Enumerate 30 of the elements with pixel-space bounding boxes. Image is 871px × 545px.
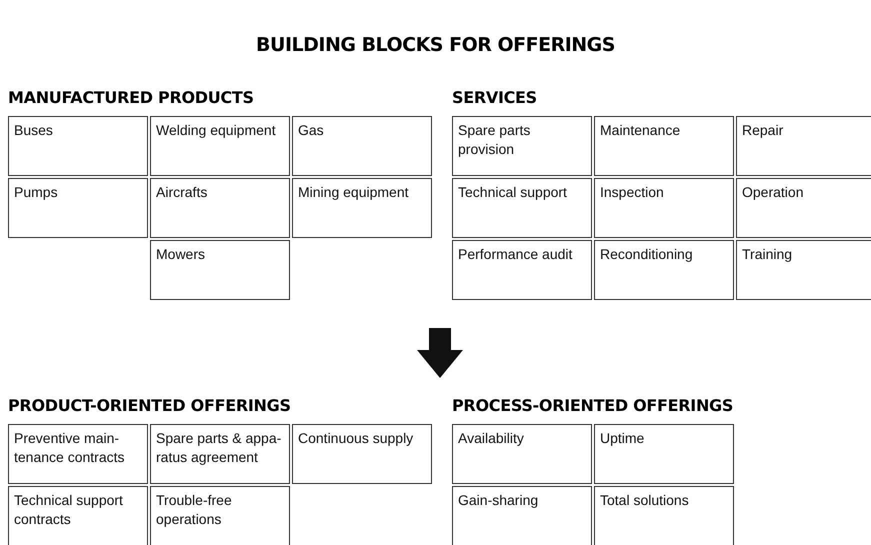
diagram-title: BUILDING BLOCKS FOR OFFERINGS: [255, 34, 616, 56]
category-box: Gas: [292, 116, 432, 176]
category-box: Spare parts & appa-ratus agreement: [150, 424, 290, 484]
category-box: Continuous supply: [292, 424, 432, 484]
category-box: Buses: [8, 116, 148, 176]
category-box: Trouble-free operations: [150, 486, 290, 545]
category-box: Performance audit: [452, 240, 592, 300]
section-heading: MANUFACTURED PRODUCTS: [8, 88, 254, 107]
category-box: Aircrafts: [150, 178, 290, 238]
category-box: Technical support: [452, 178, 592, 238]
category-box: Gain-sharing: [452, 486, 592, 545]
section-heading: PROCESS-ORIENTED OFFERINGS: [452, 396, 734, 415]
category-box: Training: [736, 240, 871, 300]
category-box: Mowers: [150, 240, 290, 300]
category-box: Availability: [452, 424, 592, 484]
category-box: Total solutions: [594, 486, 734, 545]
category-box: Uptime: [594, 424, 734, 484]
section-heading: SERVICES: [452, 88, 537, 107]
category-box: Spare parts provision: [452, 116, 592, 176]
category-box: Repair: [736, 116, 871, 176]
category-box: Mining equipment: [292, 178, 432, 238]
category-box: Pumps: [8, 178, 148, 238]
category-box: Inspection: [594, 178, 734, 238]
section-heading: PRODUCT-ORIENTED OFFERINGS: [8, 396, 291, 415]
category-box: Reconditioning: [594, 240, 734, 300]
category-box: Maintenance: [594, 116, 734, 176]
category-box: Technical support contracts: [8, 486, 148, 545]
category-box: Welding equipment: [150, 116, 290, 176]
category-box: Operation: [736, 178, 871, 238]
category-box: Preventive main-tenance contracts: [8, 424, 148, 484]
